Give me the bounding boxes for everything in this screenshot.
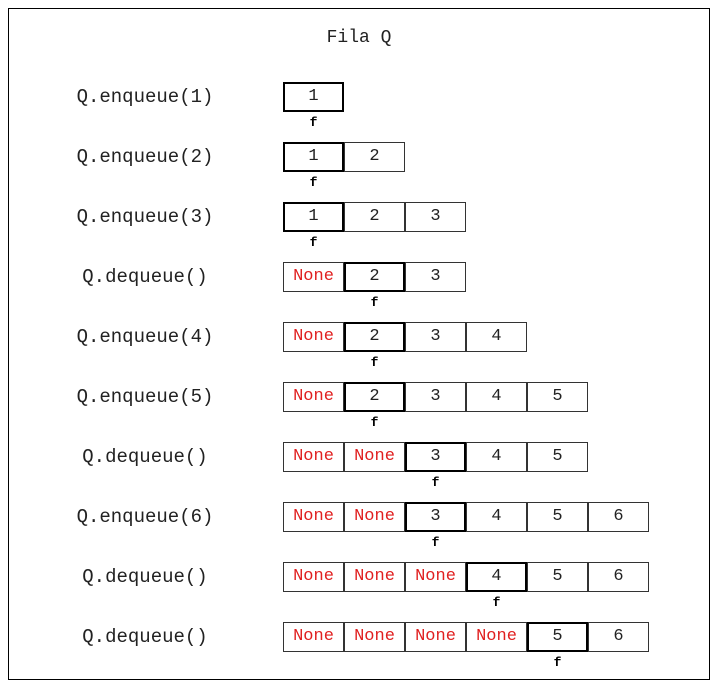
operation-label: Q.dequeue() [82,626,208,648]
front-marker: f [370,355,379,370]
operation-label: Q.enqueue(4) [76,326,214,348]
queue-cell-front: 3 [405,442,466,472]
operation-label: Q.enqueue(6) [76,506,214,528]
queue-cell: 5 [527,502,588,532]
front-marker: f [370,295,379,310]
queue-cell: None [283,622,344,652]
queue-cell: 4 [466,382,527,412]
queue-cell: None [283,562,344,592]
operation-label: Q.enqueue(3) [76,206,214,228]
front-marker: f [553,655,562,670]
queue-cell: 2 [344,142,405,172]
queue-cell-front: 4 [466,562,527,592]
queue-cell: 3 [405,382,466,412]
queue-cell: 6 [588,622,649,652]
queue-cell-front: 2 [344,262,405,292]
queue-cell: None [344,442,405,472]
queue-cell: 5 [527,562,588,592]
queue-cell: 3 [405,322,466,352]
queue-cell: None [283,502,344,532]
queue-cell: 4 [466,322,527,352]
queue-cell: None [405,622,466,652]
queue-cell: 6 [588,502,649,532]
queue-cell: None [283,262,344,292]
operation-label: Q.dequeue() [82,446,208,468]
front-marker: f [370,415,379,430]
front-marker: f [309,175,318,190]
queue-cell-front: 1 [283,82,344,112]
front-marker: f [309,235,318,250]
operation-label: Q.enqueue(2) [76,146,214,168]
queue-cell-front: 1 [283,202,344,232]
queue-cell: 2 [344,202,405,232]
queue-cell: None [344,622,405,652]
operation-label: Q.enqueue(1) [76,86,214,108]
operation-label: Q.dequeue() [82,566,208,588]
queue-cell: 5 [527,442,588,472]
operation-label: Q.enqueue(5) [76,386,214,408]
queue-cell: None [344,562,405,592]
queue-cell: None [405,562,466,592]
queue-cell-front: 3 [405,502,466,532]
front-marker: f [431,475,440,490]
queue-cell: 4 [466,502,527,532]
queue-cell: 6 [588,562,649,592]
queue-cell: None [466,622,527,652]
front-marker: f [431,535,440,550]
queue-cell-front: 5 [527,622,588,652]
queue-cell: None [283,442,344,472]
front-marker: f [492,595,501,610]
queue-cell-front: 2 [344,322,405,352]
queue-cell-front: 1 [283,142,344,172]
queue-cell-front: 2 [344,382,405,412]
queue-cell: None [283,382,344,412]
queue-cell: 3 [405,262,466,292]
queue-cell: 4 [466,442,527,472]
queue-cell: 5 [527,382,588,412]
queue-cell: None [283,322,344,352]
queue-cell: 3 [405,202,466,232]
front-marker: f [309,115,318,130]
diagram-title: Fila Q [326,28,392,48]
queue-cell: None [344,502,405,532]
operation-label: Q.dequeue() [82,266,208,288]
